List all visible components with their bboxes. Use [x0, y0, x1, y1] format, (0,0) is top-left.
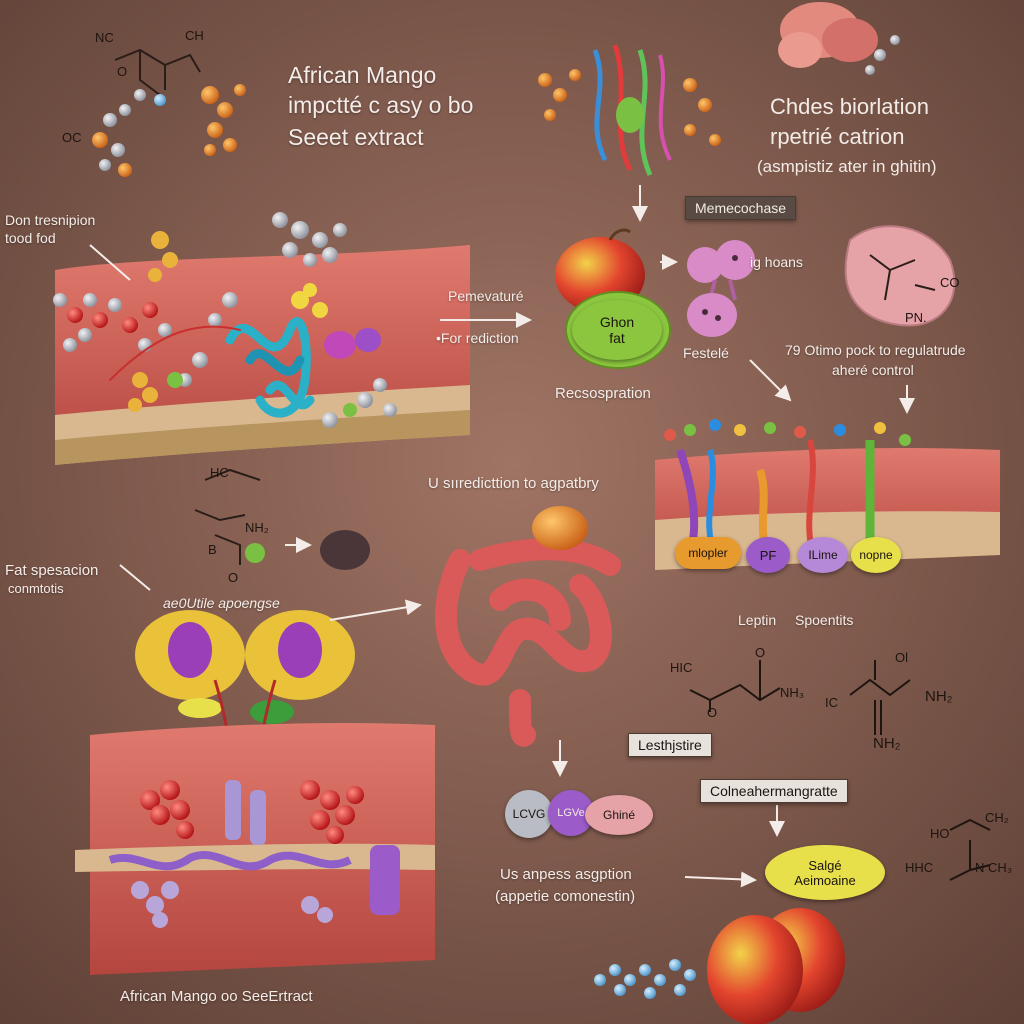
mangoes-bottom	[707, 908, 845, 1024]
molecule-cluster-left	[53, 212, 397, 428]
blue-beads	[594, 959, 696, 999]
title-line-2: impctté c asy o bo	[288, 92, 474, 118]
cell-pink	[687, 240, 755, 337]
label-bottom-title: African Mango oo SeeErtract	[120, 988, 313, 1005]
organ-top-right	[778, 2, 900, 75]
pill-salge-line-2: Aeimoaine	[794, 872, 856, 888]
chem-structures	[689, 660, 991, 881]
pill-ghon-fat-line-2: fat	[609, 330, 625, 346]
pill-lcvg: LCVG	[505, 790, 553, 838]
pill-pf: PF	[746, 537, 790, 573]
chem-nch3: N CH₃	[975, 860, 1013, 875]
pill-ghon-fat: Ghon fat	[572, 300, 662, 360]
chem-pn: PN.	[905, 310, 927, 325]
chem-o2: O	[228, 570, 239, 585]
pill-ilime: ILime	[798, 537, 848, 573]
green-dot	[245, 543, 265, 563]
chem-hic: HIC	[670, 660, 693, 675]
chem-nh2-a: NH₂	[245, 520, 269, 535]
box-lesthjstire: Lesthjstire	[628, 733, 712, 757]
label-ig-hoans: ig hoans	[750, 254, 803, 270]
kidneys	[135, 610, 355, 801]
arrows	[89, 185, 915, 888]
label-otimo-pock-2: aheré control	[832, 362, 914, 378]
organ-pink-right	[844, 225, 956, 327]
label-usiredicttion: U sııredicttion to agpatbry	[428, 475, 599, 492]
label-aeoutile-apoengse: ae0Utile apoengse	[163, 595, 280, 611]
mango-center	[555, 228, 671, 369]
chem-ch2: CH₂	[985, 810, 1009, 825]
chem-o1: O	[117, 64, 128, 79]
top-right-line-1: Chdes biorlation	[770, 94, 929, 119]
chem-nh12: NH₂	[873, 735, 901, 752]
label-otimo-pock-1: 79 Otimo pock to regulatrude	[785, 342, 966, 358]
helix-protein-left	[109, 317, 315, 418]
label-pemevature: Pemevaturé	[448, 288, 524, 304]
label-tood-fod: tood fod	[5, 230, 56, 246]
label-us-anpess-2: (appetie comonestin)	[495, 888, 636, 905]
pill-ghon-fat-line-1: Ghon	[599, 314, 635, 330]
fat-cells-bottom	[108, 780, 400, 928]
title-line-1: African Mango	[288, 62, 437, 88]
chem-nh2-b: NH₂	[925, 688, 953, 705]
label-festele: Festelé	[683, 345, 729, 361]
molecule-center-left	[194, 468, 261, 565]
chem-o3: O	[755, 645, 766, 660]
pill-salge-line-1: Salgé	[808, 857, 842, 873]
chem-co: CO	[940, 275, 960, 290]
chem-b: B	[208, 542, 217, 557]
chem-ic: IC	[825, 695, 838, 710]
top-right-line-3: (asmpistiz ater in ghitin)	[757, 157, 937, 176]
label-leptin: Leptin	[738, 612, 777, 628]
label-fat-spesacion: Fat spesacion	[5, 562, 99, 579]
box-memecochase: Memecochase	[685, 196, 797, 220]
gallbladder	[532, 506, 588, 550]
chem-oc: OC	[62, 130, 82, 145]
dark-ball	[320, 530, 370, 570]
label-us-anpess-1: Us anpess asgption	[500, 866, 632, 883]
protein-cluster-top	[538, 44, 721, 177]
pill-nopne: nopne	[851, 537, 901, 573]
title-line-3: Seeet extract	[288, 124, 424, 150]
chem-nc: NC	[95, 30, 114, 45]
chem-o4: O	[707, 705, 718, 720]
balls-top-left	[92, 84, 246, 177]
pill-mlopler: mlopler	[675, 537, 741, 569]
pill-salge: Salgé Aeimoaine	[765, 845, 885, 900]
chem-hc: HC	[210, 465, 229, 480]
label-conmtotis: conmtotis	[8, 581, 64, 596]
intestine	[435, 538, 621, 747]
chem-ch: CH	[185, 28, 204, 43]
molecule-top-left	[114, 48, 201, 96]
label-don-tresnipion: Don tresnipion	[5, 212, 96, 228]
label-recsospration: Recsospration	[555, 385, 651, 402]
chem-ol: Ol	[895, 650, 908, 665]
label-spoentits: Spoentits	[795, 612, 854, 628]
box-colneahermangratte: Colneahermangratte	[700, 779, 848, 803]
top-right-line-2: rpetrié catrion	[770, 124, 905, 149]
chem-nh3: NH₃	[780, 685, 805, 700]
pill-ghine: Ghiné	[585, 795, 653, 835]
chem-ho: HO	[930, 826, 950, 841]
label-for-rediction: •For rediction	[436, 330, 519, 346]
chem-hhc: HHC	[905, 860, 934, 875]
